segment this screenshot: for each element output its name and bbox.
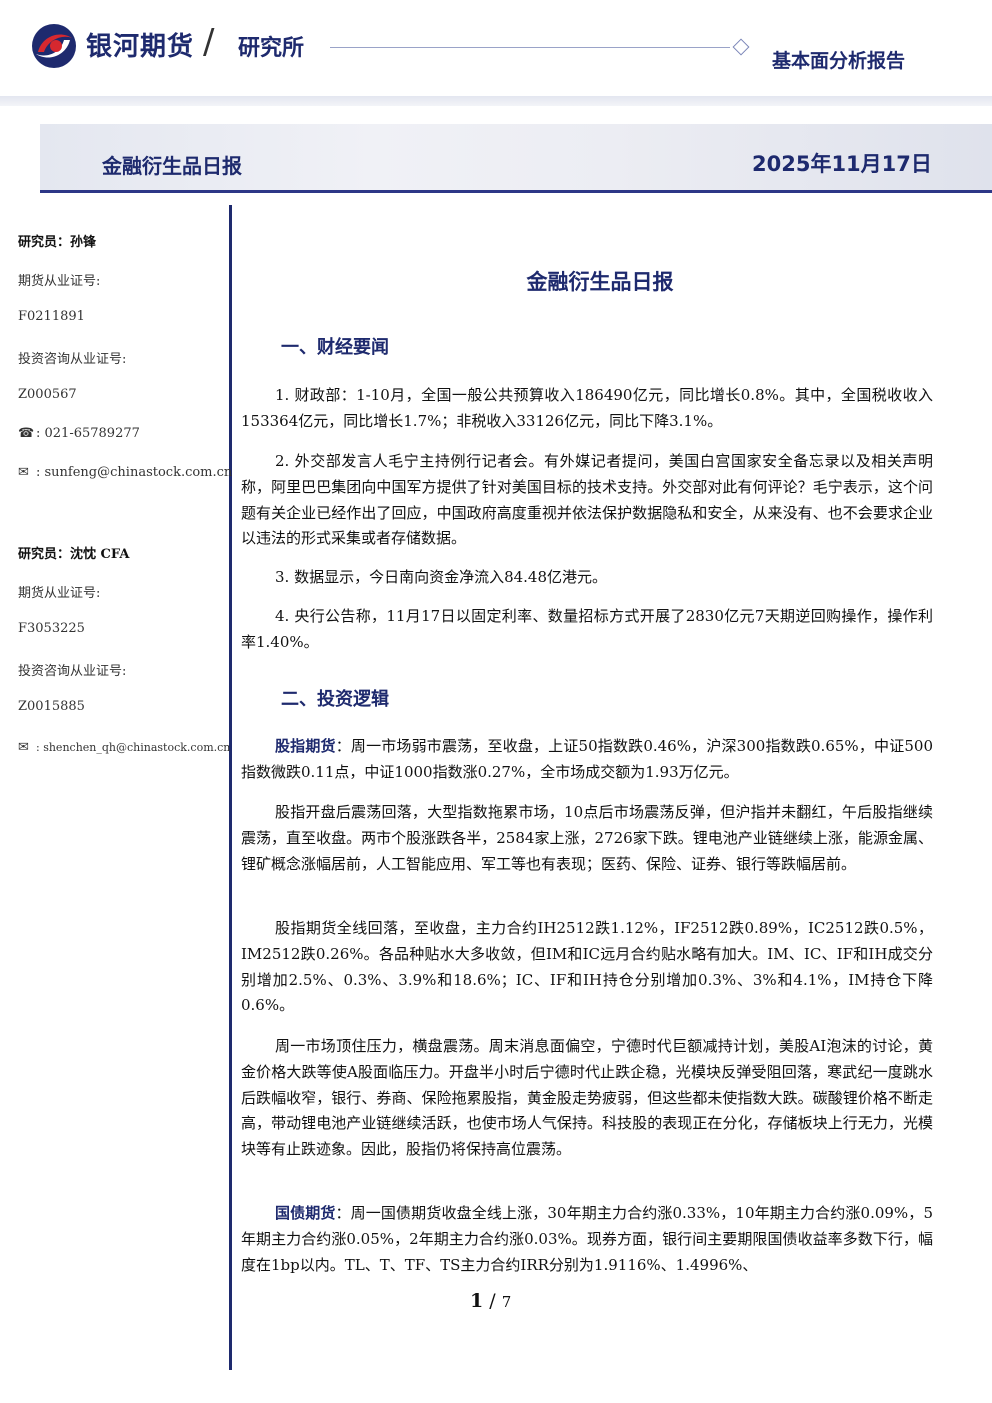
report-type: 基本面分析报告 [772,50,906,72]
section-heading: 二、投资逻辑 [281,689,389,710]
invest-cert-label: 投资咨询从业证号: [18,352,127,367]
header-rule [330,47,730,48]
logic-paragraph: 股指期货全线回落，至收盘，主力合约IH2512跌1.12%，IF2512跌0.8… [241,919,933,1015]
phone-row: ☎: 021-65789277 [18,426,140,441]
invest-cert-label: 投资咨询从业证号: [18,664,127,679]
logic-paragraph: 股指期货：周一市场弱市震荡，至收盘，上证50指数跌0.46%，沪深300指数跌0… [241,734,933,786]
email-link[interactable]: sunfeng@chinastock.com.cn [44,465,233,480]
page-separator: / [489,1290,496,1312]
report-date: 2025年11月17日 [752,152,932,176]
current-page: 1 [470,1290,484,1312]
news-item: 4. 央行公告称，11月17日以固定利率、数量招标方式开展了2830亿元7天期逆… [241,607,933,651]
mail-icon: ✉ [18,740,29,755]
invest-cert-number: Z0015885 [18,699,85,714]
news-item: 3. 数据显示，今日南向资金净流入84.48亿港元。 [275,568,608,586]
news-item: 2. 外交部发言人毛宁主持例行记者会。有外媒记者提问，美国白宫国家安全备忘录以及… [241,452,933,548]
stock-index-futures-label: 股指期货 [275,737,336,755]
email-row: ✉: shenchen_qh@chinastock.com.cn [18,740,231,755]
banner-title: 金融衍生品日报 [102,154,242,178]
phone-number: 021-65789277 [44,426,140,441]
researcher-name: 研究员：沈忱 CFA [18,547,130,562]
phone-icon: ☎ [18,426,35,441]
news-item: 1. 财政部：1-10月，全国一般公共预算收入186490亿元，同比增长0.8%… [241,386,933,430]
mail-icon: ✉ [18,465,29,480]
banner-underline [40,190,992,193]
bond-futures-label: 国债期货 [275,1204,336,1222]
section-heading: 一、财经要闻 [281,337,389,358]
diamond-icon [732,38,750,56]
futures-cert-number: F0211891 [18,309,85,324]
sidebar-divider [229,205,232,1370]
paragraph-text: ：周一国债期货收盘全线上涨，30年期主力合约涨0.33%，10年期主力合约涨0.… [241,1204,933,1274]
total-pages: 7 [501,1293,512,1311]
brand-name: 银河期货 [86,32,195,62]
researcher-name: 研究员：孙锋 [18,235,97,250]
futures-cert-label: 期货从业证号: [18,586,101,601]
header-band [0,96,992,106]
galaxy-logo-icon [32,24,76,68]
page-number: 1 / 7 [470,1290,511,1312]
invest-cert-number: Z000567 [18,387,77,402]
futures-cert-label: 期货从业证号: [18,274,101,289]
logic-paragraph: 国债期货：周一国债期货收盘全线上涨，30年期主力合约涨0.33%，10年期主力合… [241,1201,933,1278]
paragraph-text: ：周一市场弱市震荡，至收盘，上证50指数跌0.46%，沪深300指数跌0.65%… [241,737,933,781]
futures-cert-number: F3053225 [18,621,85,636]
report-title: 金融衍生品日报 [526,270,674,294]
email-link[interactable]: shenchen_qh@chinastock.com.cn [43,741,231,754]
email-row: ✉: sunfeng@chinastock.com.cn [18,465,233,480]
logic-paragraph: 股指开盘后震荡回落，大型指数拖累市场，10点后市场震荡反弹，但沪指并未翻红，午后… [241,803,933,873]
logic-paragraph: 周一市场顶住压力，横盘震荡。周末消息面偏空，宁德时代巨额减持计划，美股AI泡沫的… [241,1037,933,1159]
department-name: 研究所 [238,36,305,61]
header-separator: / [203,22,215,62]
title-banner [40,124,992,190]
